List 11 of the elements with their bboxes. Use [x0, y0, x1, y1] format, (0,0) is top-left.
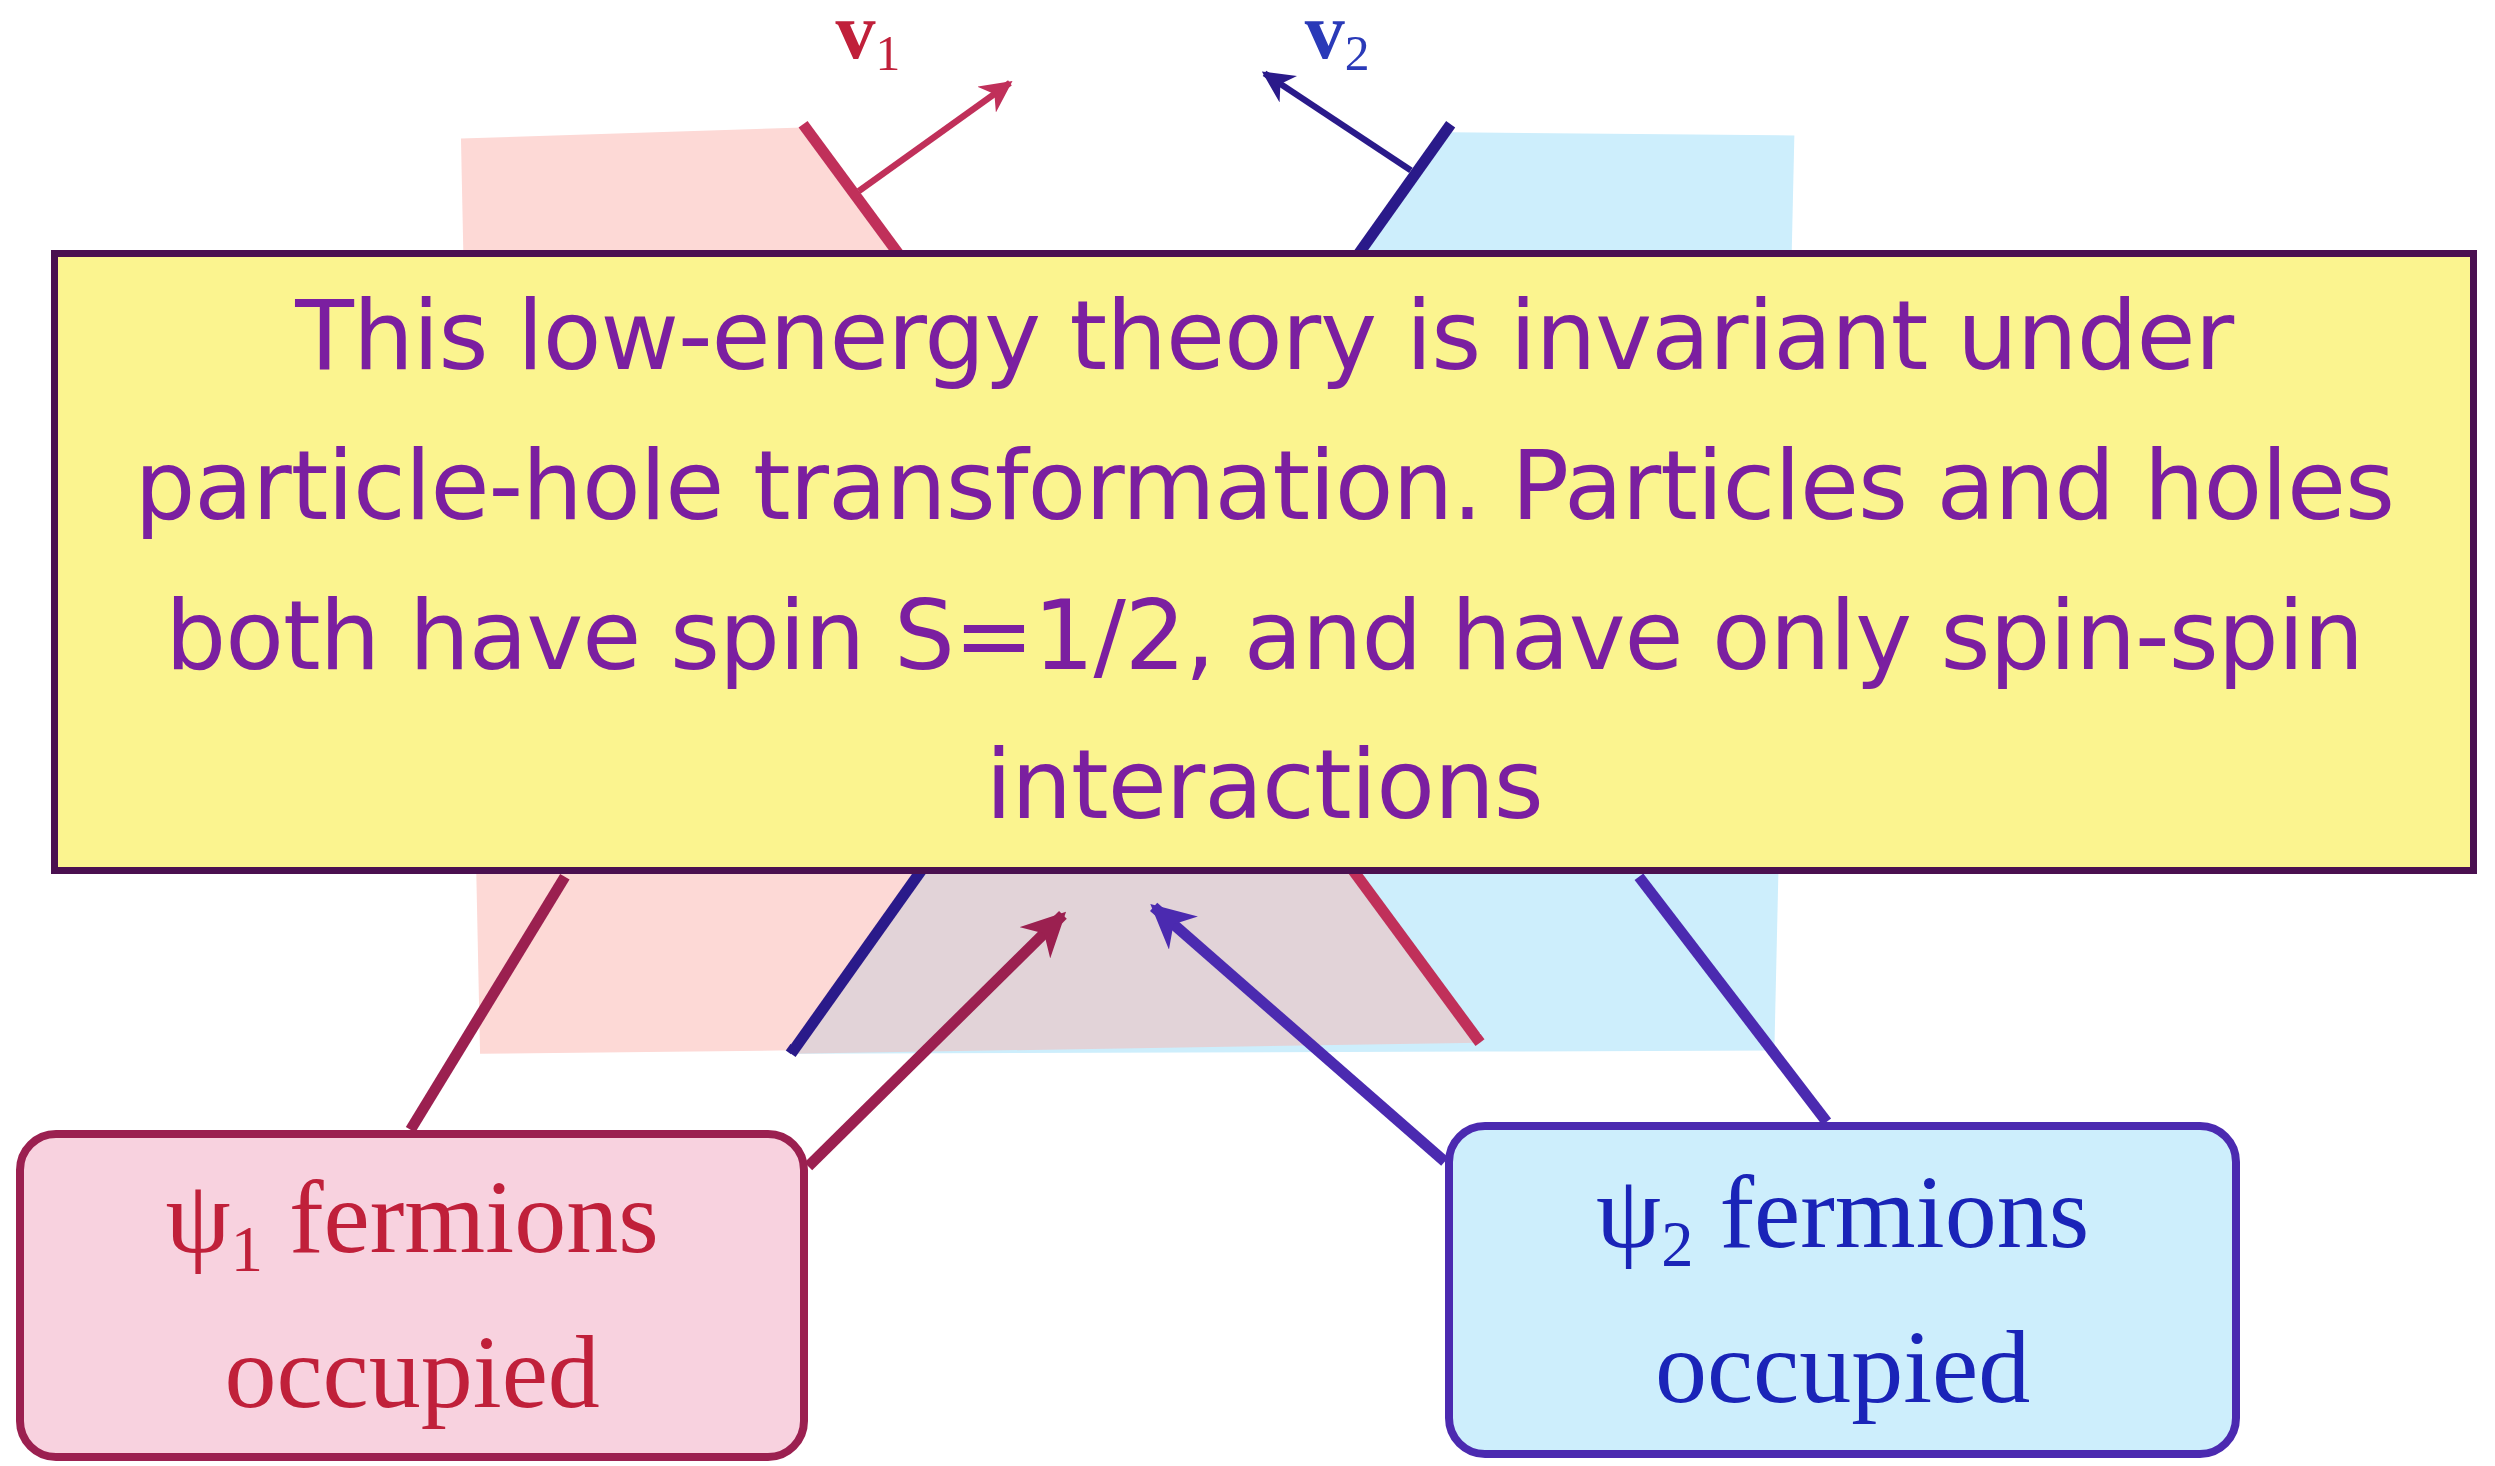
velocity-label: v$_{1}$ [835, 0, 901, 73]
leader-line [405, 873, 570, 1133]
label-box [15, 1129, 809, 1461]
box-text: ψ$_{1}$ fermions occupied [164, 1158, 660, 1432]
note-box [50, 249, 2478, 874]
arrow [804, 911, 1067, 1171]
box-text: ψ$_{2}$ fermions occupied [1595, 1152, 2091, 1426]
note-text: This low-energy theory is invariant under particle-hole transformation. Particles and holes both have spin S=1/2, and have only spin-spin interactions [133, 279, 2395, 844]
velocity-label: v$_{2}$ [1304, 0, 1370, 73]
overlap-region [790, 873, 1480, 1060]
label-box [1444, 1121, 2241, 1458]
